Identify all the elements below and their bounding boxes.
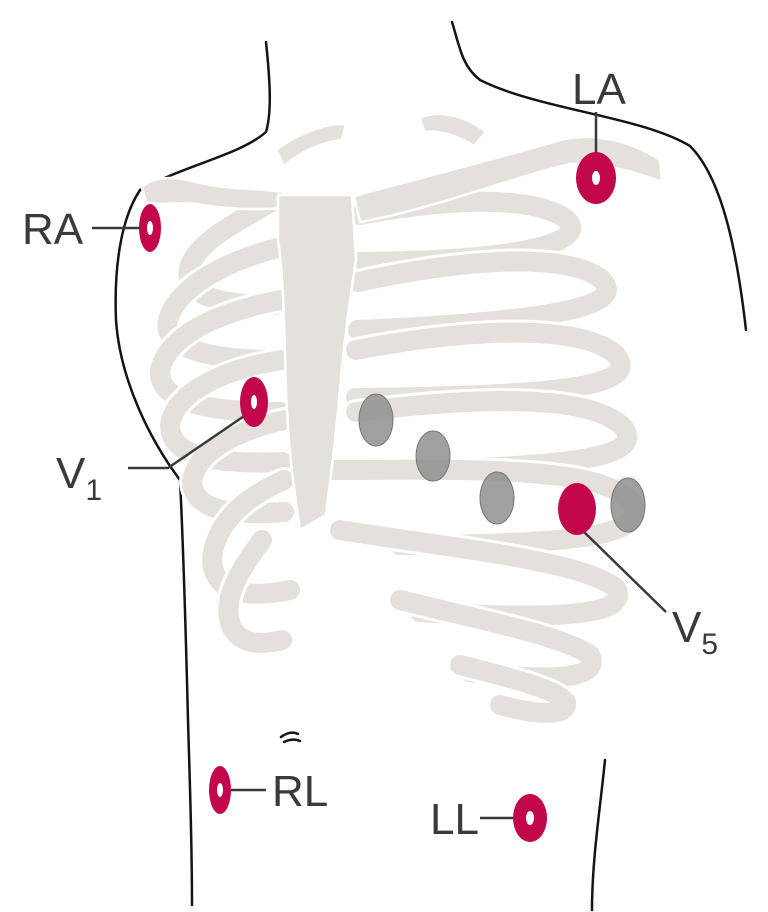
v5-leader xyxy=(579,527,667,613)
electrode-ra xyxy=(139,204,161,252)
alternate-electrode-positions xyxy=(358,393,646,533)
electrode-alt-4 xyxy=(610,477,646,533)
leader-lines xyxy=(92,112,667,820)
electrode-ll xyxy=(513,794,547,842)
label-v1-subscript: 1 xyxy=(85,474,102,507)
ribs-left xyxy=(317,188,648,726)
electrode-alt-1 xyxy=(358,393,394,447)
label-v5: V5 xyxy=(672,603,718,661)
torso-outline xyxy=(114,20,748,912)
electrode-alt-3 xyxy=(479,471,515,525)
label-ll: LL xyxy=(430,795,479,844)
label-rl: RL xyxy=(272,767,328,816)
electrode-v1 xyxy=(240,377,268,427)
electrode-rl xyxy=(209,766,231,814)
label-ra: RA xyxy=(22,205,84,254)
ribs-right xyxy=(147,187,303,656)
labels: RA LA V1 V5 RL LL xyxy=(22,65,718,844)
electrode-alt-2 xyxy=(415,430,451,482)
electrodes xyxy=(139,152,616,842)
electrode-la xyxy=(576,152,616,204)
sternum xyxy=(276,193,358,532)
v1-leader xyxy=(128,410,251,470)
label-la: LA xyxy=(572,65,626,114)
label-v5-subscript: 5 xyxy=(701,628,718,661)
electrode-v5 xyxy=(558,483,596,535)
label-v1: V1 xyxy=(56,449,102,507)
